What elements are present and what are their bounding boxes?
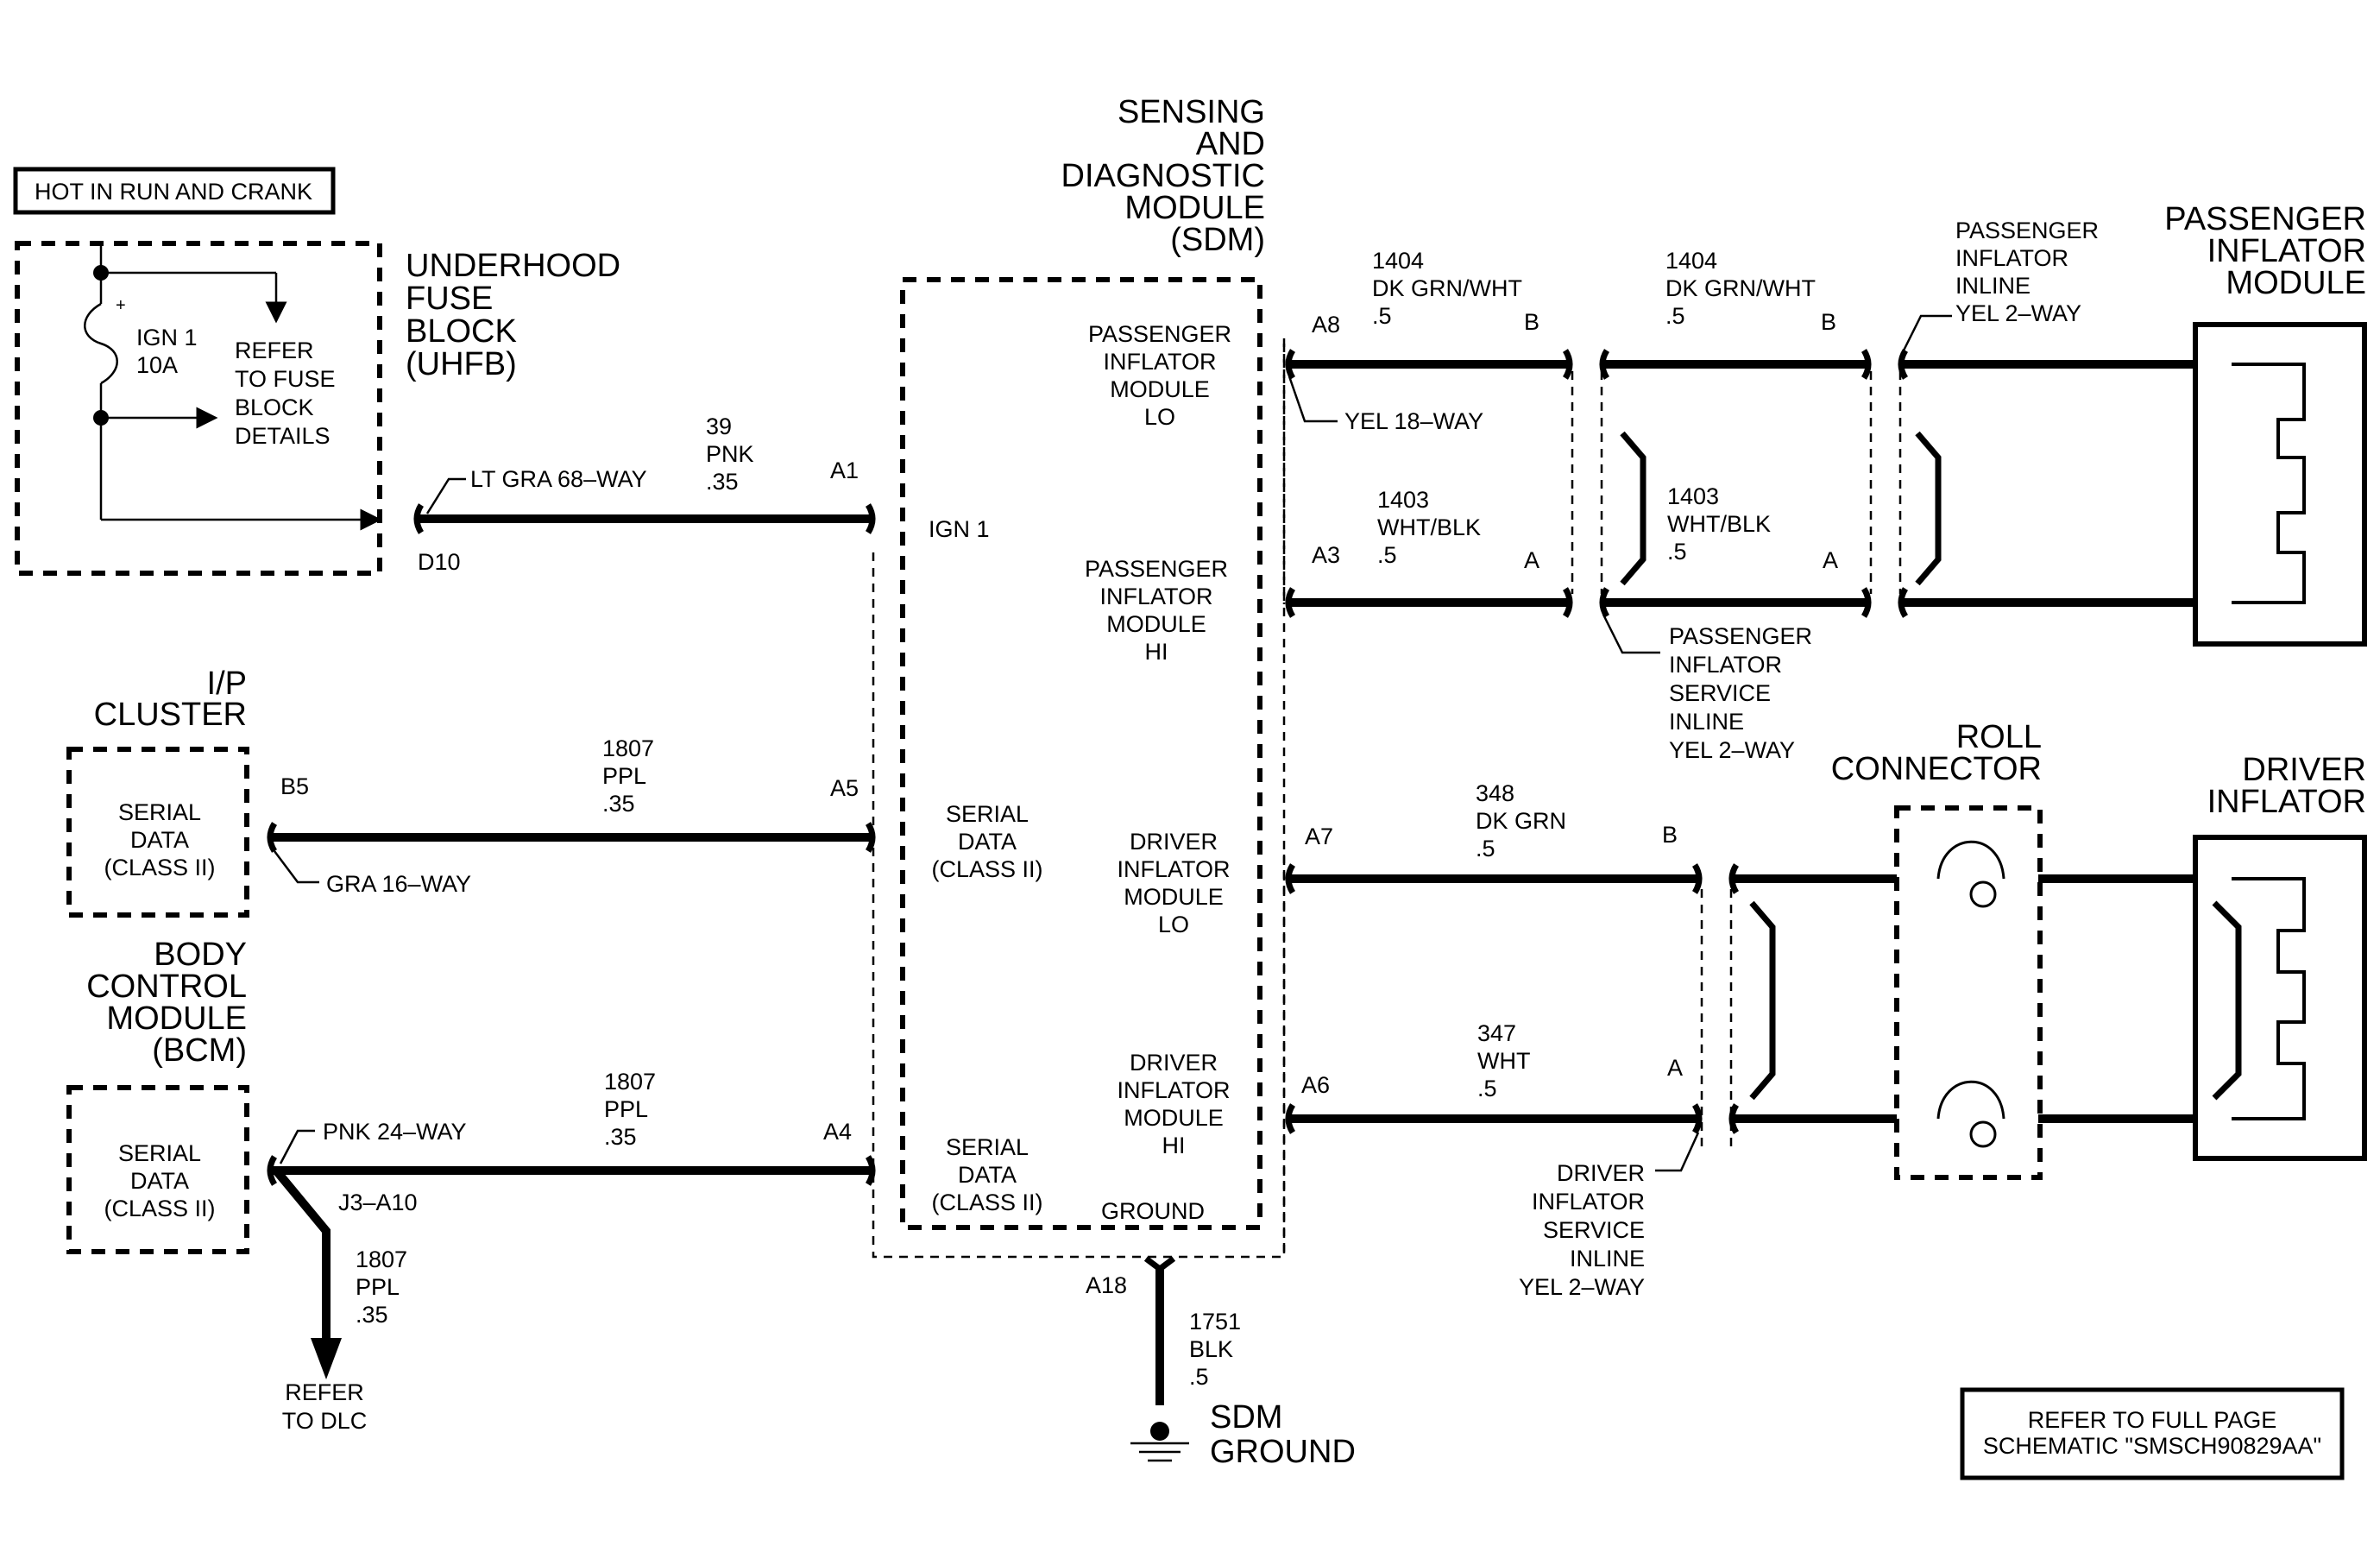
pass-lo-pin: A8 <box>1312 312 1340 338</box>
ign-pin: A1 <box>830 458 859 483</box>
sdm-connector: YEL 18–WAY <box>1344 408 1483 434</box>
refer-dlc-arrow <box>311 1338 342 1379</box>
ip-pin-left: B5 <box>280 773 309 799</box>
drv-service-shorting-bar <box>1749 900 1776 1101</box>
gnd-pin: A18 <box>1086 1272 1127 1298</box>
pass-module-box <box>2193 322 2367 647</box>
roll-coils <box>1936 840 2005 1148</box>
roll-connector-box <box>1894 805 2043 1180</box>
drv-hi-pin: A6 <box>1301 1072 1330 1098</box>
pass-hi-a2: A <box>1823 547 1838 573</box>
refer-full-box <box>1960 1387 2345 1480</box>
sdm-ground: GROUND <box>1101 1198 1205 1224</box>
ip-box <box>66 747 249 918</box>
pass-inline-shorting-bar <box>1915 431 1942 586</box>
drv-inflator-shorting-bar <box>2212 900 2242 1101</box>
pass-lo-b1: B <box>1524 309 1539 335</box>
pass-lo-b2: B <box>1821 309 1836 335</box>
bcm-connector: PNK 24–WAY <box>323 1119 467 1145</box>
pass-module-element <box>2232 363 2306 604</box>
uhfb-pin: D10 <box>418 549 461 575</box>
ip-pin-right: A5 <box>830 775 859 801</box>
bcm-pin-right: A4 <box>823 1119 852 1145</box>
ground-symbol <box>1150 1422 1169 1441</box>
fuse-plus: + <box>116 296 126 315</box>
drv-hi-a: A <box>1667 1055 1683 1081</box>
drv-lo-b: B <box>1662 822 1678 848</box>
hot-box-label: HOT IN RUN AND CRANK <box>35 179 312 205</box>
uhfb-box <box>15 241 382 576</box>
uhfb-connector: LT GRA 68–WAY <box>470 466 647 492</box>
pass-service-shorting-bar <box>1620 431 1646 586</box>
pass-hi-a1: A <box>1524 547 1539 573</box>
sdm-box <box>900 277 1262 1230</box>
bcm-splice: J3–A10 <box>338 1190 418 1215</box>
wire-bcm-splice <box>273 1167 331 1347</box>
pass-hi-pin: A3 <box>1312 542 1340 568</box>
hot-box <box>13 167 336 215</box>
drv-lo-pin: A7 <box>1305 824 1333 849</box>
drv-inflator-element <box>2232 877 2306 1120</box>
fuse-wiring <box>84 243 382 531</box>
sdm-connector-outline <box>872 338 1286 1259</box>
ip-connector: GRA 16–WAY <box>326 871 471 897</box>
sdm-ign: IGN 1 <box>929 516 990 542</box>
drv-inflator-box <box>2193 835 2367 1161</box>
